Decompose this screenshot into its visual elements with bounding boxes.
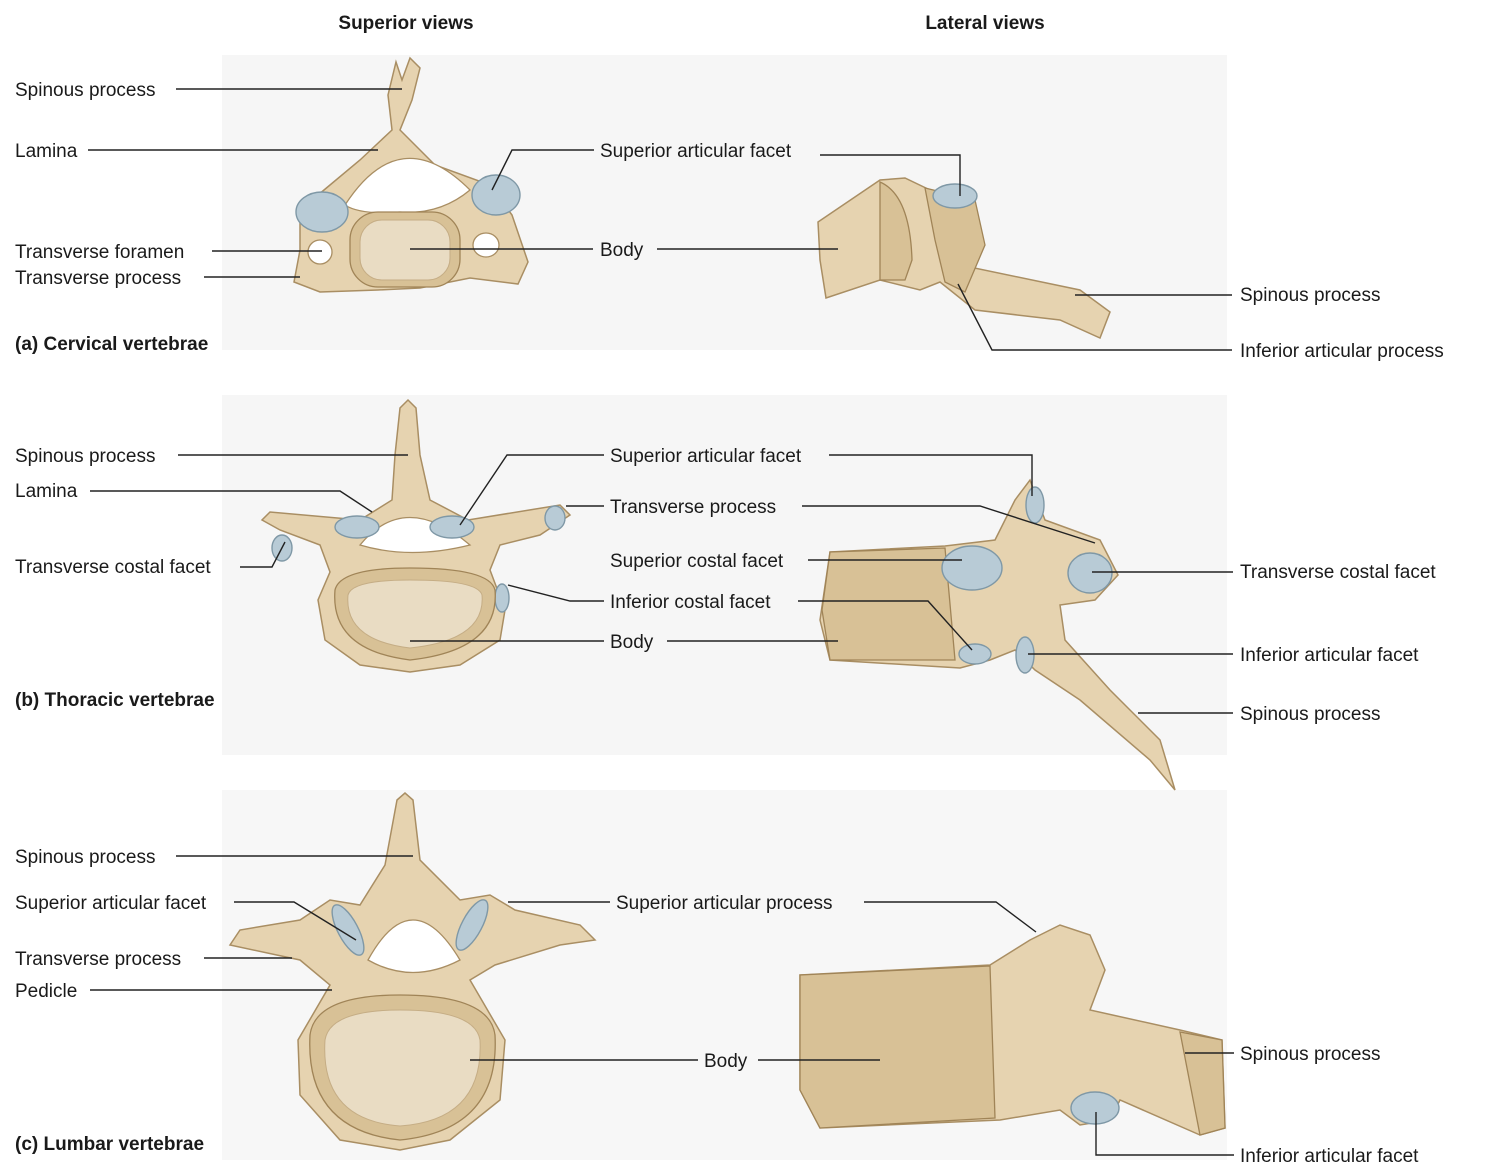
label-thoracic-spinous-process: Spinous process <box>15 446 155 467</box>
label-lumbar-inferior-articular-facet: Inferior articular facet <box>1240 1146 1419 1163</box>
section-title-cervical: (a) Cervical vertebrae <box>15 334 208 355</box>
label-thoracic-superior-costal-facet: Superior costal facet <box>610 551 784 572</box>
label-lumbar-transverse-process: Transverse process <box>15 949 181 970</box>
label-thoracic-inferior-articular-facet: Inferior articular facet <box>1240 645 1419 666</box>
label-thoracic-lateral-spinous-process: Spinous process <box>1240 704 1380 725</box>
section-title-thoracic: (b) Thoracic vertebrae <box>15 690 215 711</box>
label-lumbar-superior-articular-facet: Superior articular facet <box>15 893 207 914</box>
header-superior-views: Superior views <box>338 13 473 34</box>
label-thoracic-lamina: Lamina <box>15 481 78 502</box>
label-cervical-inferior-articular-process: Inferior articular process <box>1240 341 1444 362</box>
label-cervical-body: Body <box>600 240 644 261</box>
label-lumbar-lateral-spinous-process: Spinous process <box>1240 1044 1380 1065</box>
label-cervical-lamina: Lamina <box>15 141 78 162</box>
label-thoracic-lateral-transverse-costal-facet: Transverse costal facet <box>1240 562 1436 583</box>
label-lumbar-pedicle: Pedicle <box>15 981 77 1002</box>
label-thoracic-superior-articular-facet: Superior articular facet <box>610 446 802 467</box>
label-cervical-transverse-foramen: Transverse foramen <box>15 242 184 263</box>
label-thoracic-transverse-costal-facet: Transverse costal facet <box>15 557 211 578</box>
label-cervical-superior-articular-facet: Superior articular facet <box>600 141 792 162</box>
label-lumbar-superior-articular-process: Superior articular process <box>616 893 832 914</box>
label-cervical-transverse-process: Transverse process <box>15 268 181 289</box>
label-cervical-spinous-process: Spinous process <box>15 80 155 101</box>
label-thoracic-transverse-process: Transverse process <box>610 497 776 518</box>
label-thoracic-body: Body <box>610 632 654 653</box>
label-lumbar-body: Body <box>704 1051 748 1072</box>
label-lumbar-spinous-process: Spinous process <box>15 847 155 868</box>
header-lateral-views: Lateral views <box>925 13 1044 34</box>
label-thoracic-inferior-costal-facet: Inferior costal facet <box>610 592 771 613</box>
label-cervical-lateral-spinous-process: Spinous process <box>1240 285 1380 306</box>
section-title-lumbar: (c) Lumbar vertebrae <box>15 1134 204 1155</box>
